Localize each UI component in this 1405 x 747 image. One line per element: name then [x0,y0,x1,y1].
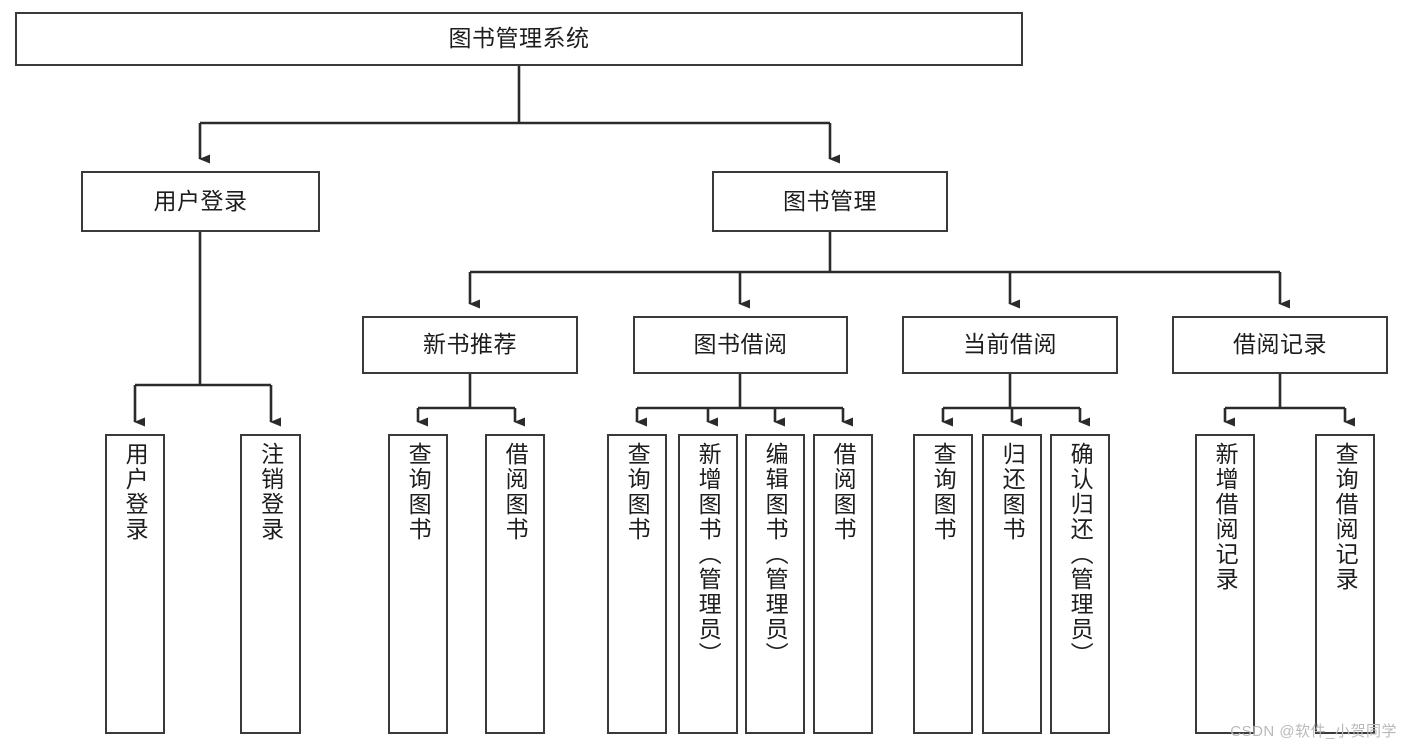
leaf-node-3[interactable]: 借阅图书 [485,434,545,734]
level2-node-1-label: 图书借阅 [693,331,788,358]
level2-node-2-label: 当前借阅 [963,331,1057,358]
leaf-node-2-label: 查询图书 [405,442,432,542]
leaf-node-5-label: 新增图书（管理员） [695,442,722,667]
leaf-node-9-label: 归还图书 [999,442,1026,542]
leaf-node-11-label: 新增借阅记录 [1212,442,1239,592]
leaf-node-12[interactable]: 查询借阅记录 [1315,434,1375,734]
leaf-node-6-label: 编辑图书（管理员） [762,442,789,667]
level2-node-3[interactable]: 借阅记录 [1172,316,1388,374]
leaf-node-6[interactable]: 编辑图书（管理员） [745,434,805,734]
level1-node-0[interactable]: 用户登录 [81,171,320,232]
leaf-node-9[interactable]: 归还图书 [982,434,1042,734]
level2-node-0-label: 新书推荐 [423,331,517,358]
root-node-0[interactable]: 图书管理系统 [15,12,1023,66]
leaf-node-8[interactable]: 查询图书 [913,434,973,734]
leaf-node-5[interactable]: 新增图书（管理员） [678,434,738,734]
level2-node-3-label: 借阅记录 [1233,331,1327,358]
leaf-node-8-label: 查询图书 [930,442,957,542]
leaf-node-4-label: 查询图书 [624,442,651,542]
leaf-node-0[interactable]: 用户登录 [105,434,165,734]
level1-node-0-label: 用户登录 [153,187,248,214]
leaf-node-10[interactable]: 确认归还（管理员） [1050,434,1110,734]
leaf-node-11[interactable]: 新增借阅记录 [1195,434,1255,734]
leaf-node-12-label: 查询借阅记录 [1332,442,1359,592]
level2-node-1[interactable]: 图书借阅 [633,316,848,374]
leaf-node-7-label: 借阅图书 [830,442,857,542]
leaf-node-7[interactable]: 借阅图书 [813,434,873,734]
level2-node-2[interactable]: 当前借阅 [902,316,1118,374]
level1-node-1[interactable]: 图书管理 [712,171,948,232]
leaf-node-10-label: 确认归还（管理员） [1067,442,1094,667]
leaf-node-4[interactable]: 查询图书 [607,434,667,734]
leaf-node-1-label: 注销登录 [257,442,284,542]
leaf-node-3-label: 借阅图书 [502,442,529,542]
level2-node-0[interactable]: 新书推荐 [362,316,578,374]
root-node-0-label: 图书管理系统 [448,25,590,52]
level1-node-1-label: 图书管理 [783,187,877,214]
leaf-node-1[interactable]: 注销登录 [240,434,301,734]
leaf-node-0-label: 用户登录 [122,442,149,542]
leaf-node-2[interactable]: 查询图书 [388,434,448,734]
